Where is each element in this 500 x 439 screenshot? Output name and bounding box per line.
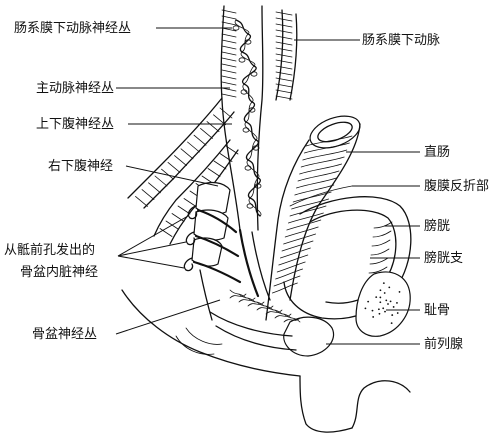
rectum-organ bbox=[265, 115, 361, 321]
label-pelvic-plexus: 骨盆神经丛 bbox=[32, 327, 97, 342]
label-vesical-branch: 膀胱支 bbox=[424, 250, 463, 266]
labels: 肠系膜下动脉神经丛 肠系膜下动脉 主动脉神经丛 上下腹神经丛 右下腹神经 从骶前… bbox=[4, 21, 489, 352]
iliac-vessels bbox=[127, 97, 239, 245]
pelvic-plexus-mesh bbox=[229, 289, 301, 323]
leader-lines bbox=[115, 27, 420, 345]
prostate-organ bbox=[283, 316, 335, 357]
label-sacral-splanchnic-line1: 从骶前孔发出的 bbox=[4, 242, 95, 258]
label-inferior-mesenteric-artery: 肠系膜下动脉 bbox=[362, 33, 440, 48]
pubic-bone bbox=[355, 271, 411, 337]
label-inferior-mesenteric-plexus: 肠系膜下动脉神经丛 bbox=[14, 21, 131, 36]
label-bladder: 膀胱 bbox=[424, 218, 450, 234]
sacral-nerve-roots bbox=[183, 205, 242, 284]
label-superior-hypogastric-plexus: 上下腹神经丛 bbox=[36, 116, 114, 132]
label-right-hypogastric-nerve: 右下腹神经 bbox=[48, 158, 113, 174]
label-pubis: 耻骨 bbox=[424, 303, 450, 318]
label-aortic-plexus: 主动脉神经丛 bbox=[36, 81, 114, 96]
aorta-vessels bbox=[220, 5, 298, 231]
sacrum bbox=[191, 181, 231, 321]
pelvic-outline bbox=[121, 289, 411, 433]
label-rectum: 直肠 bbox=[424, 145, 450, 160]
label-prostate: 前列腺 bbox=[424, 336, 463, 352]
label-peritoneal-reflection: 腹膜反折部 bbox=[424, 178, 489, 194]
plexus-network bbox=[232, 19, 271, 301]
anatomy-illustration bbox=[121, 5, 412, 433]
label-sacral-splanchnic-line2: 骨盆内脏神经 bbox=[20, 264, 98, 280]
